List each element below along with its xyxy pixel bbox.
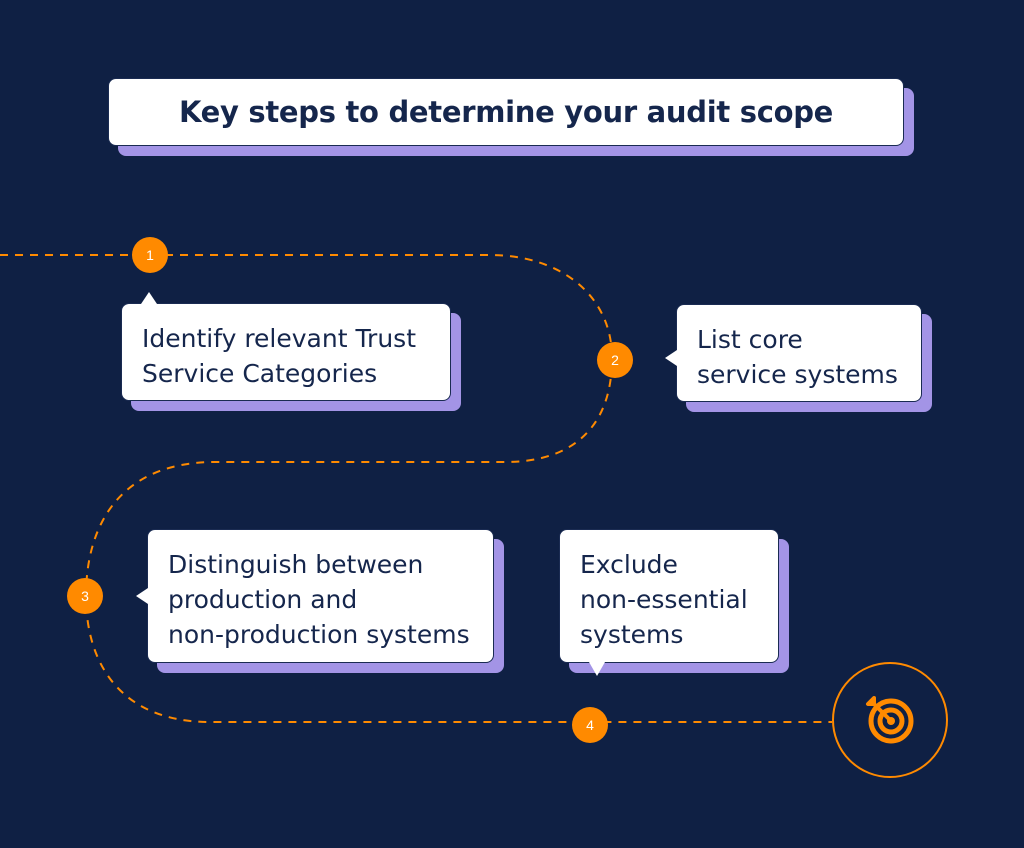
step-4-badge: 4	[572, 707, 608, 743]
speech-tail	[589, 662, 605, 676]
step-1-card: Identify relevant Trust Service Categori…	[121, 292, 461, 411]
step-3-card: Distinguish between production and non-p…	[136, 529, 504, 673]
step-2-text: List core service systems	[676, 304, 922, 402]
step-3-badge: 3	[67, 578, 103, 614]
step-4-card: Exclude non-essential systems	[559, 529, 789, 676]
step-2-badge: 2	[597, 342, 633, 378]
step-2-card: List core service systems	[665, 304, 932, 412]
page-title: Key steps to determine your audit scope	[108, 78, 904, 146]
goal-ring	[832, 662, 948, 778]
title-card: Key steps to determine your audit scope	[108, 78, 914, 156]
speech-tail	[141, 292, 157, 304]
speech-tail	[665, 350, 677, 366]
step-3-text: Distinguish between production and non-p…	[147, 529, 494, 663]
step-1-badge: 1	[132, 237, 168, 273]
step-1-text: Identify relevant Trust Service Categori…	[121, 303, 451, 401]
step-4-text: Exclude non-essential systems	[559, 529, 779, 663]
speech-tail	[136, 588, 148, 604]
target-arrow-icon	[866, 696, 914, 744]
